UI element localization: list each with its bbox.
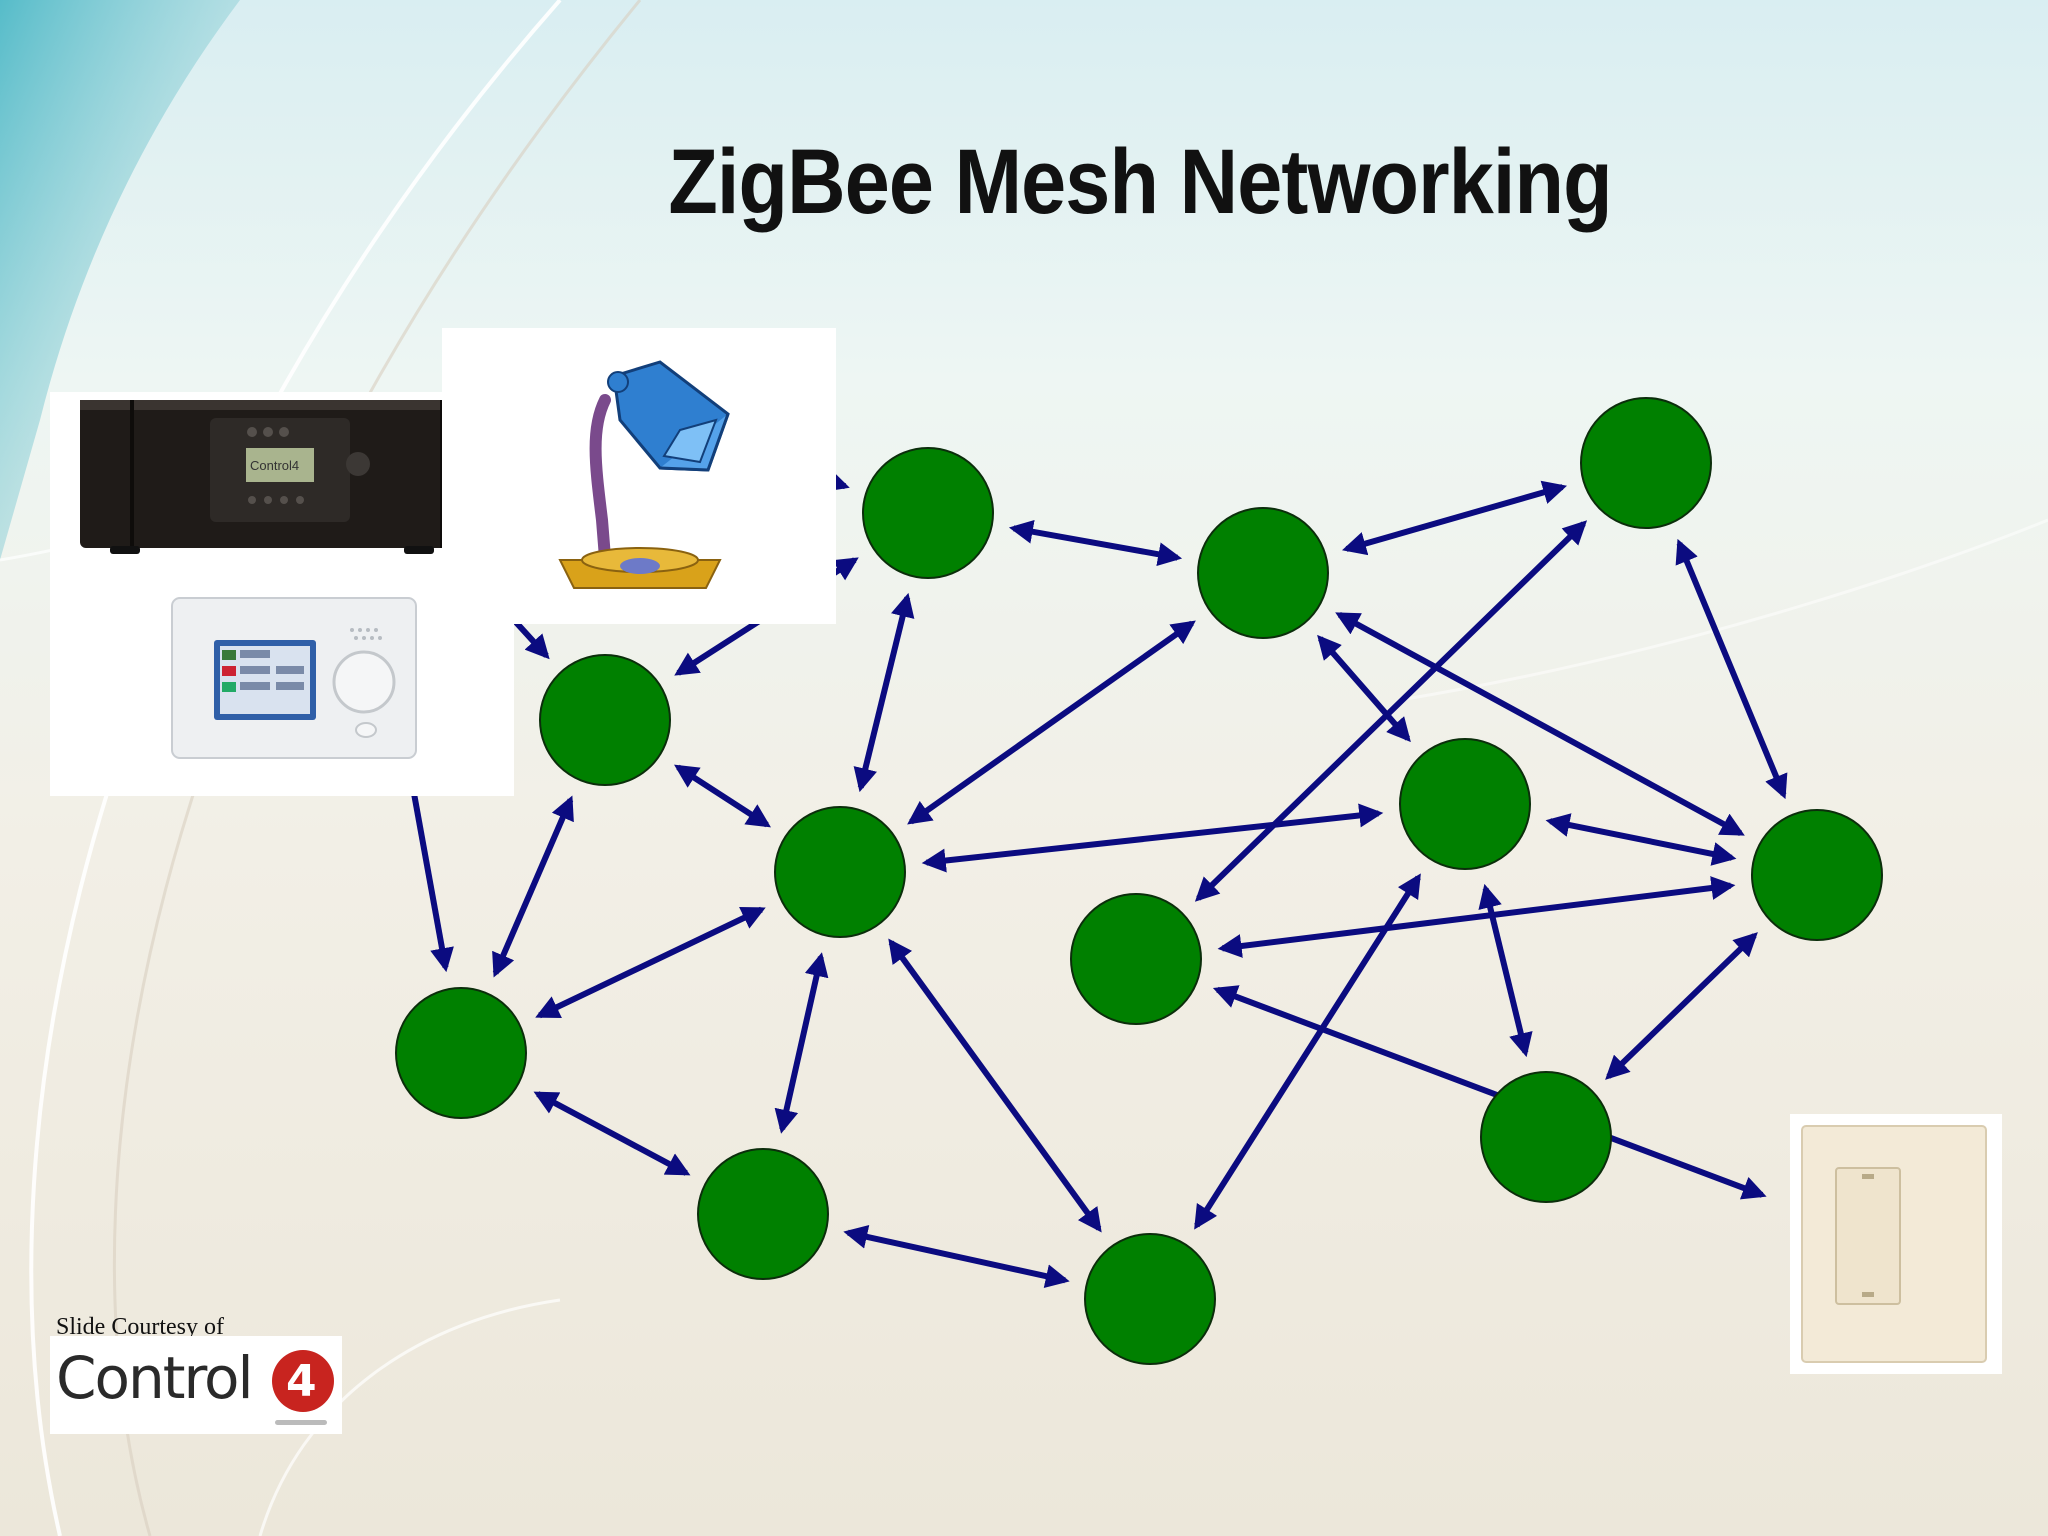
nodes-layer bbox=[395, 397, 1883, 1365]
device-controller: Control4 bbox=[50, 392, 514, 796]
mesh-node-n8 bbox=[1070, 893, 1202, 1025]
link-arrow-n2-n5 bbox=[907, 620, 1196, 825]
link-arrow-n4-n5 bbox=[674, 764, 771, 828]
logo-underline bbox=[275, 1420, 327, 1425]
mesh-node-n4 bbox=[539, 654, 671, 786]
logo-badge-number: 4 bbox=[286, 1356, 317, 1407]
courtesy-text: Slide Courtesy of bbox=[56, 1314, 224, 1340]
touch-panel-icon bbox=[171, 597, 417, 759]
link-arrow-n4-n9 bbox=[492, 795, 574, 978]
link-arrow-n1-n5 bbox=[853, 592, 915, 793]
logo-text: Control bbox=[56, 1344, 254, 1412]
mesh-node-n5 bbox=[774, 806, 906, 938]
link-arrow-n5-n11 bbox=[888, 938, 1102, 1233]
mesh-node-n11 bbox=[1084, 1233, 1216, 1365]
link-arrow-n6-n7 bbox=[1545, 813, 1737, 866]
mesh-node-n10 bbox=[697, 1148, 829, 1280]
link-arrow-n7-n8 bbox=[1217, 876, 1736, 958]
link-arrow-n7-n12 bbox=[1605, 932, 1758, 1080]
link-arrow-n3-n7 bbox=[1675, 538, 1788, 800]
device-lamp bbox=[442, 328, 836, 624]
control4-logo: Control 4 bbox=[50, 1336, 342, 1434]
link-arrow-n1-n2 bbox=[1008, 519, 1183, 567]
mesh-node-n7 bbox=[1751, 809, 1883, 941]
link-arrow-n5-n6 bbox=[921, 803, 1384, 873]
mesh-node-n12 bbox=[1480, 1071, 1612, 1203]
mesh-node-n6 bbox=[1399, 738, 1531, 870]
link-arrow-n5-n9 bbox=[535, 906, 766, 1019]
controller-screen-text: Control4 bbox=[250, 458, 299, 473]
mesh-node-n1 bbox=[862, 447, 994, 579]
mesh-node-n3 bbox=[1580, 397, 1712, 529]
desk-lamp-icon bbox=[558, 360, 730, 589]
mesh-node-n9 bbox=[395, 987, 527, 1119]
mesh-node-n2 bbox=[1197, 507, 1329, 639]
logo-badge: 4 bbox=[272, 1350, 334, 1412]
link-arrow-n9-n10 bbox=[533, 1091, 691, 1176]
home-controller-icon: Control4 bbox=[80, 400, 490, 554]
link-arrow-n8-switch bbox=[1212, 985, 1767, 1200]
link-arrow-n10-n11 bbox=[843, 1225, 1070, 1288]
link-arrow-n2-n6 bbox=[1317, 634, 1411, 743]
light-switch-icon bbox=[1801, 1125, 1987, 1363]
link-arrow-n2-n3 bbox=[1342, 480, 1567, 556]
link-arrow-n5-n10 bbox=[774, 952, 829, 1134]
device-switch bbox=[1790, 1114, 2002, 1374]
slide-title: ZigBee Mesh Networking bbox=[668, 131, 1612, 233]
